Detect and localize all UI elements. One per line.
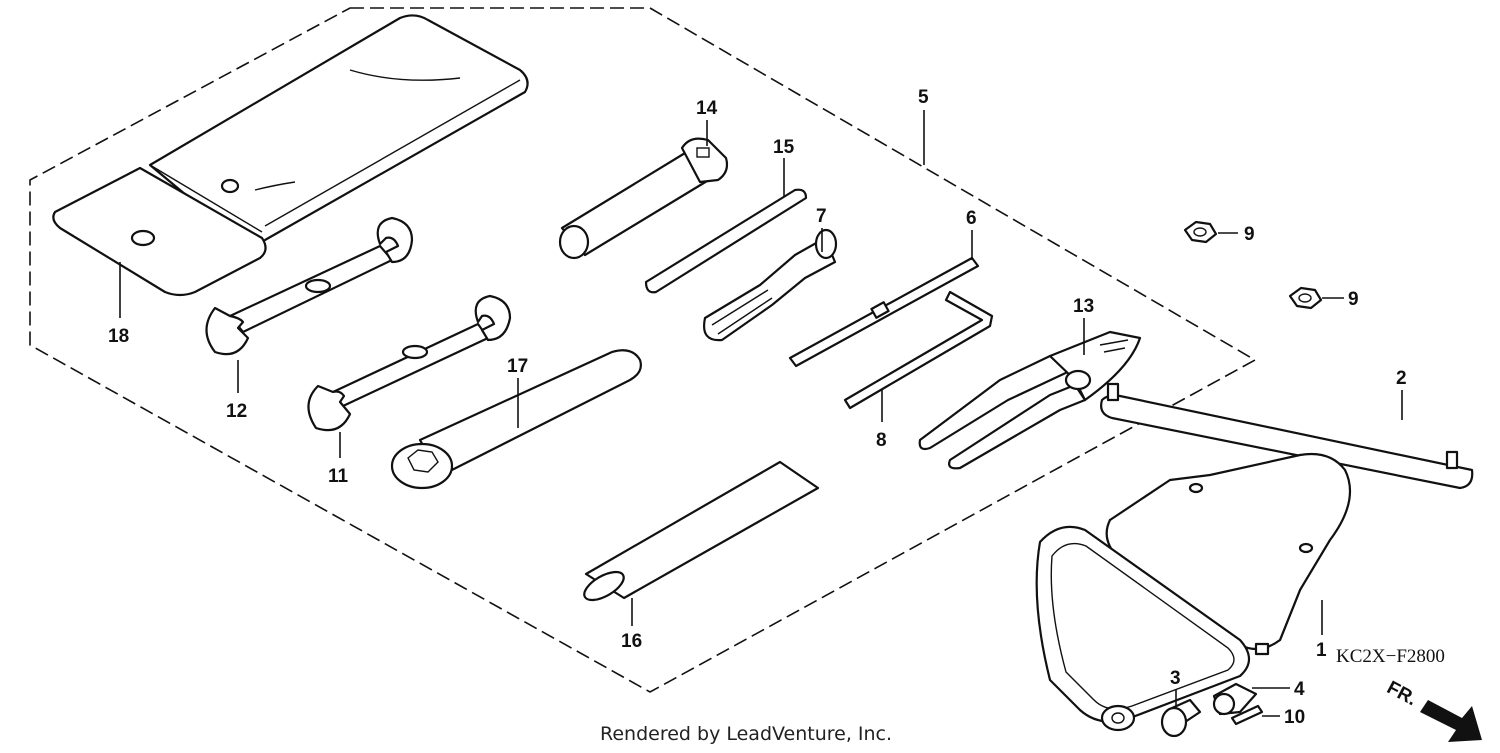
part-label-9-lower: 9 xyxy=(1348,289,1359,310)
diagram-code: KC2X−F2800 xyxy=(1336,646,1445,667)
part-label-9-upper: 9 xyxy=(1244,224,1255,245)
front-arrow-icon xyxy=(1420,700,1482,742)
part-label-12: 12 xyxy=(226,401,247,422)
part-label-11: 11 xyxy=(328,466,349,487)
wrench-11 xyxy=(307,294,512,432)
pliers-13 xyxy=(918,330,1142,470)
tool-bag xyxy=(52,14,529,297)
pin-10 xyxy=(1230,704,1264,726)
latch-4 xyxy=(1212,682,1258,716)
part-label-10: 10 xyxy=(1284,707,1305,728)
handle-bar-15 xyxy=(644,188,808,294)
screwdriver-6 xyxy=(788,256,980,368)
part-label-5: 5 xyxy=(918,87,929,108)
direction-marker: FR. xyxy=(1383,677,1420,710)
part-label-3: 3 xyxy=(1170,668,1181,689)
part-label-17: 17 xyxy=(507,356,528,377)
part-label-6: 6 xyxy=(966,208,977,229)
bracket-2 xyxy=(1100,382,1474,490)
part-label-8: 8 xyxy=(876,430,887,451)
credit-text: Rendered by LeadVenture, Inc. xyxy=(600,723,892,745)
part-label-15: 15 xyxy=(773,137,795,158)
nut-9-lower xyxy=(1288,286,1323,310)
tool-kit-outline xyxy=(29,7,1257,693)
tool-box-1 xyxy=(1035,452,1352,732)
grip-16 xyxy=(583,460,820,602)
part-label-1: 1 xyxy=(1316,640,1327,661)
socket-wrench-14 xyxy=(558,137,729,260)
latch-3 xyxy=(1160,698,1202,738)
part-label-16: 16 xyxy=(621,631,642,652)
hex-wrench-8 xyxy=(843,290,994,410)
part-label-2: 2 xyxy=(1396,368,1407,389)
part-label-7: 7 xyxy=(816,206,827,227)
part-label-14: 14 xyxy=(696,98,718,119)
part-label-13: 13 xyxy=(1073,296,1094,317)
part-label-18: 18 xyxy=(108,326,129,347)
box-wrench-17 xyxy=(390,349,642,490)
wrench-12 xyxy=(205,216,414,356)
part-label-4: 4 xyxy=(1294,679,1305,700)
nut-9-upper xyxy=(1183,220,1218,244)
screwdriver-handle-7 xyxy=(703,228,838,342)
